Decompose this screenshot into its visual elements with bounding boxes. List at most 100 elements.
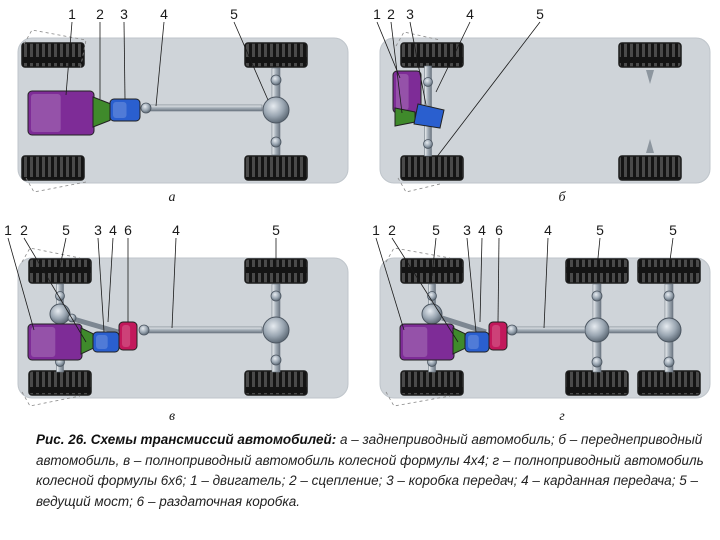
differential xyxy=(656,317,682,343)
shaft xyxy=(507,326,586,334)
caption-body: а – заднеприводный автомобиль; б – перед… xyxy=(36,432,704,509)
u-joint xyxy=(423,77,433,87)
differential xyxy=(262,316,290,344)
leader-line xyxy=(123,21,126,100)
leader-line xyxy=(7,237,35,331)
callout-number: 2 xyxy=(388,222,396,238)
tire xyxy=(637,370,701,396)
callout-number: 6 xyxy=(495,222,503,238)
leader-line xyxy=(171,237,177,329)
tire-body xyxy=(637,370,701,396)
tire xyxy=(618,155,682,181)
gearbox-box-highlight xyxy=(113,102,127,118)
tire xyxy=(565,258,629,284)
rear-axle-stub xyxy=(646,70,654,84)
tire-body xyxy=(565,370,629,396)
callout-number: 4 xyxy=(478,222,486,238)
leader-line xyxy=(466,237,477,333)
u-joint xyxy=(591,356,603,368)
wheel-turn-outline xyxy=(385,247,451,263)
shaft xyxy=(608,326,658,334)
caption-title: Рис. 26. Схемы трансмиссий автомобилей: xyxy=(36,432,337,447)
gearbox-box xyxy=(413,103,445,129)
wheel-turn-outline xyxy=(21,247,81,263)
shaft xyxy=(149,104,263,112)
leader-line xyxy=(376,21,401,79)
engine-block-highlight xyxy=(31,327,56,357)
callout-number: 5 xyxy=(596,222,604,238)
clutch-housing xyxy=(92,96,111,128)
callout-number: 5 xyxy=(272,222,280,238)
tire-body xyxy=(244,370,308,396)
engine-block-highlight xyxy=(31,94,61,132)
u-joint xyxy=(270,290,282,302)
differential xyxy=(262,96,290,124)
leader-line xyxy=(375,237,405,331)
tire-body xyxy=(400,42,464,68)
wheel-turn-outline xyxy=(23,29,87,71)
callout-number: 2 xyxy=(20,222,28,238)
tire xyxy=(400,258,464,284)
tire-body xyxy=(21,42,85,68)
callout-number: 3 xyxy=(406,6,414,22)
leader-line xyxy=(97,237,105,333)
callout-number: 4 xyxy=(172,222,180,238)
gearbox-box-highlight xyxy=(96,335,108,349)
wheel-turn-outline xyxy=(385,391,451,407)
callout-number: 3 xyxy=(463,222,471,238)
callout-number: 1 xyxy=(373,6,381,22)
callout-number: 2 xyxy=(387,6,395,22)
u-joint xyxy=(270,136,282,148)
leader-line xyxy=(435,21,541,159)
tire xyxy=(244,155,308,181)
leader-line xyxy=(668,237,674,269)
callout-number: 1 xyxy=(372,222,380,238)
tire xyxy=(28,370,92,396)
callout-number: 5 xyxy=(536,6,544,22)
leader-line xyxy=(233,21,269,101)
tire-body xyxy=(28,258,92,284)
callout-number: 5 xyxy=(669,222,677,238)
tire xyxy=(244,370,308,396)
callout-number: 4 xyxy=(160,6,168,22)
diagram-label: а xyxy=(169,190,176,205)
leader-line xyxy=(543,237,549,329)
tire-body xyxy=(244,155,308,181)
u-joint xyxy=(270,354,282,366)
callout-number: 2 xyxy=(96,6,104,22)
leader-line xyxy=(390,21,403,114)
leader-line xyxy=(57,237,67,277)
engine-block-highlight xyxy=(403,327,428,357)
u-joint xyxy=(55,291,65,301)
callout-number: 3 xyxy=(120,6,128,22)
front-prop-shaft xyxy=(69,315,119,335)
callout-number: 5 xyxy=(62,222,70,238)
tire-body xyxy=(28,370,92,396)
differential xyxy=(584,317,610,343)
leader-line xyxy=(23,237,87,343)
u-joint xyxy=(591,290,603,302)
tire xyxy=(21,42,85,68)
u-joint xyxy=(663,290,675,302)
diagram-label: г xyxy=(559,409,565,424)
tire xyxy=(565,370,629,396)
tire xyxy=(637,258,701,284)
callout-number: 3 xyxy=(94,222,102,238)
tire xyxy=(400,370,464,396)
tire xyxy=(400,42,464,68)
u-joint xyxy=(140,102,152,114)
leader-line xyxy=(435,21,471,93)
leader-line xyxy=(596,237,601,269)
differential xyxy=(421,303,443,325)
tire xyxy=(244,42,308,68)
callout-number: 6 xyxy=(124,222,132,238)
shaft xyxy=(139,326,263,334)
leader-line xyxy=(431,237,437,277)
diagram-label: б xyxy=(558,190,566,205)
leader-line xyxy=(479,237,483,323)
